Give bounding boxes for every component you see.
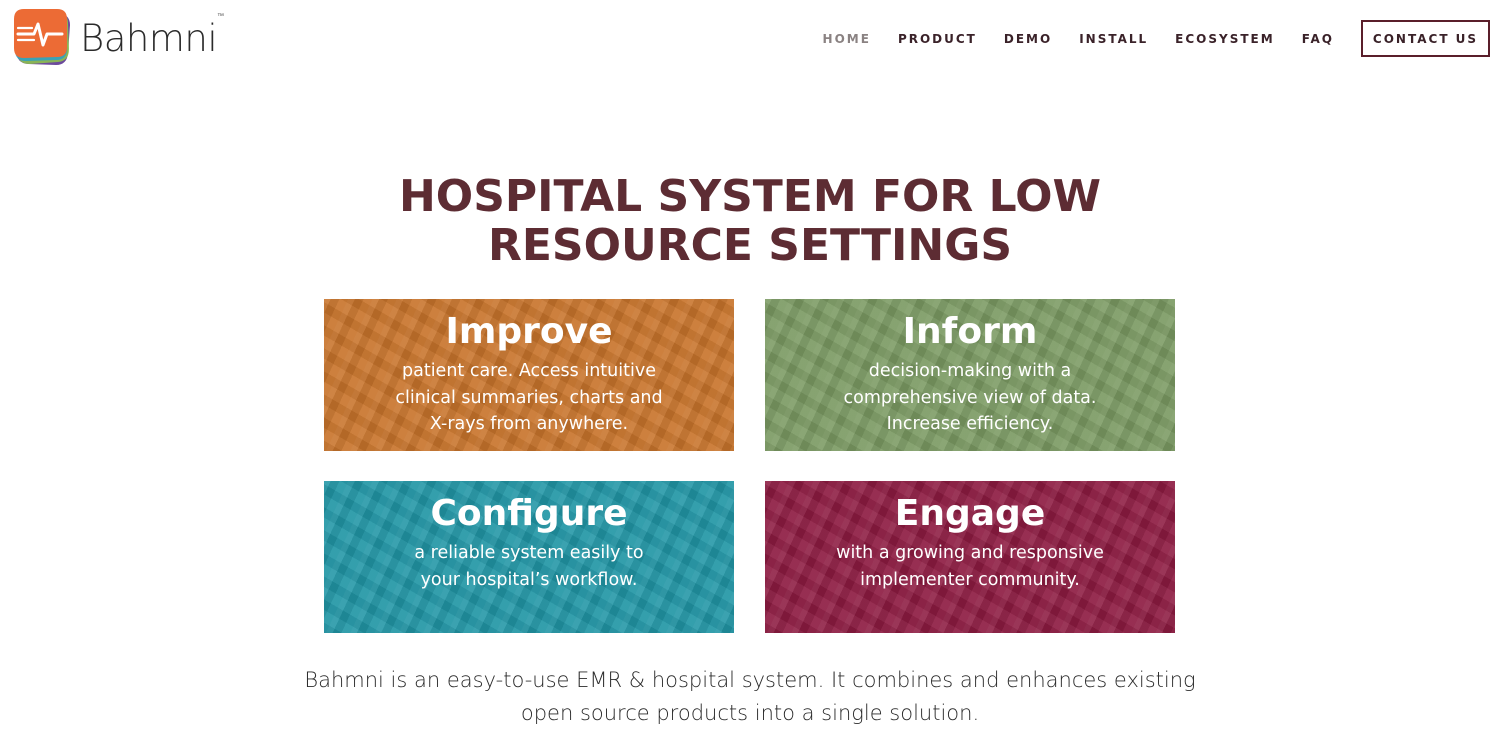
feature-card-inform: Inform decision-making with a comprehens… [765,299,1175,451]
nav-ecosystem[interactable]: ECOSYSTEM [1175,31,1275,46]
card-line: comprehensive view of data. [843,387,1097,408]
card-heading: Inform [902,311,1038,352]
card-line: patient care. Access intuitive [402,361,656,381]
contact-us-button[interactable]: CONTACT US [1361,20,1490,57]
page-title: HOSPITAL SYSTEM FOR LOW RESOURCE SETTING… [0,172,1500,270]
bahmni-logo[interactable]: Bahmni [12,6,218,70]
intro-text: Bahmni is an easy-to-use EMR & hospital … [300,664,1200,730]
heartbeat-logo-icon [14,9,70,65]
card-line: a reliable system easily to [414,543,644,563]
nav-demo[interactable]: DEMO [1003,31,1053,46]
card-description: with a growing and responsive implemente… [765,540,1175,593]
intro-line-2: open source products into a single solut… [520,701,980,725]
card-heading: Engage [894,493,1046,534]
feature-card-improve: Improve patient care. Access intuitive c… [324,299,734,451]
card-line: clinical summaries, charts and [395,387,663,408]
card-line: your hospital’s workflow. [420,569,638,590]
title-line-1: HOSPITAL SYSTEM FOR LOW [398,171,1102,222]
logo-wordmark: Bahmni [80,16,218,60]
card-heading: Improve [445,311,613,352]
title-line-2: RESOURCE SETTINGS [487,220,1013,271]
card-description: a reliable system easily to your hospita… [324,540,734,593]
card-line: with a growing and responsive [836,543,1104,563]
site-header: Bahmni ™ HOME PRODUCT DEMO INSTALL ECOSY… [0,0,1500,78]
card-description: decision-making with a comprehensive vie… [765,358,1175,438]
nav-install[interactable]: INSTALL [1079,31,1149,46]
card-line: X-rays from anywhere. [429,414,629,434]
nav-faq[interactable]: FAQ [1301,31,1334,46]
card-description: patient care. Access intuitive clinical … [324,358,734,438]
card-line: decision-making with a [868,361,1072,381]
card-line: Increase efficiency. [886,414,1054,434]
feature-card-engage: Engage with a growing and responsive imp… [765,481,1175,633]
card-line: implementer community. [860,569,1080,590]
nav-home[interactable]: HOME [822,31,871,46]
nav-product[interactable]: PRODUCT [897,31,977,46]
main-nav: HOME PRODUCT DEMO INSTALL ECOSYSTEM FAQ … [823,20,1490,57]
card-heading: Configure [430,493,628,534]
trademark-symbol: ™ [217,13,224,20]
intro-line-1: Bahmni is an easy-to-use EMR & hospital … [304,668,1196,692]
feature-card-configure: Configure a reliable system easily to yo… [324,481,734,633]
